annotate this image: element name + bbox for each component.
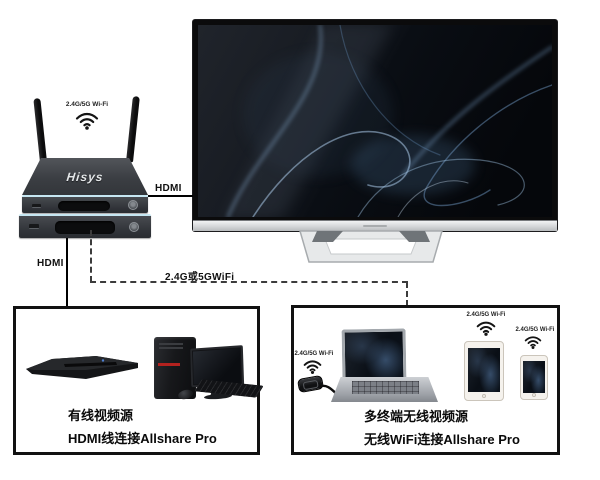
phone-screen [523, 361, 545, 393]
tower-accent-stripe [158, 363, 180, 366]
wireless-link-line-segment [90, 230, 92, 282]
tv-screen [198, 25, 552, 217]
laptop-base [331, 377, 438, 402]
tv [193, 20, 557, 231]
laptop-screen [341, 328, 407, 380]
wifi-icon [476, 321, 496, 336]
wireless-box-subtitle: 无线WiFi连接Allshare Pro [364, 432, 520, 447]
wireless-link-line-segment [90, 281, 408, 283]
wireless-source-box: 2.4G/5G Wi-Fi 2.4G/5G Wi-Fi [291, 305, 560, 455]
antenna-right-icon [126, 95, 140, 163]
wifi-icon [524, 336, 542, 349]
device-brand-logo: Hisys [65, 170, 105, 184]
power-button-icon [128, 200, 138, 210]
wifi-icon [303, 360, 322, 374]
antenna-left-icon [33, 97, 47, 163]
device-wifi-label: 2.4G/5G Wi-Fi [65, 101, 109, 108]
wireless-link-line-segment [406, 282, 408, 306]
tablet-screen [468, 348, 500, 392]
wired-box-subtitle: HDMI线连接Allshare Pro [68, 431, 217, 446]
wired-box-title: 有线视频源 [68, 408, 134, 423]
dongle-wifi-label: 2.4G/5G Wi-Fi [294, 351, 334, 357]
phone-wifi-label: 2.4G/5G Wi-Fi [515, 327, 555, 333]
usb-port-icon [32, 204, 41, 208]
dvd-player [26, 356, 138, 379]
hdmi-source-label: HDMI [37, 258, 64, 269]
device-top-surface: Hisys [22, 158, 148, 195]
wifi-icon [75, 112, 99, 130]
hdmi-to-tv-label: HDMI [155, 183, 182, 194]
tv-bottom-bezel [193, 220, 557, 231]
hdmi-line-to-tv [148, 195, 193, 197]
tv-stand [299, 230, 443, 263]
power-button-icon [129, 222, 139, 232]
desktop-tower [154, 337, 196, 399]
hdmi-line-to-wired-box [66, 238, 68, 306]
display-window [58, 201, 110, 211]
phone [520, 355, 548, 400]
device-unit-top [22, 195, 148, 213]
wireless-box-title: 多终端无线视频源 [364, 409, 469, 424]
home-button-icon [482, 394, 486, 398]
tv-abstract-art [198, 25, 552, 217]
keyboard [194, 379, 264, 398]
tablet [464, 341, 504, 401]
tv-brand-logo [363, 225, 387, 227]
usb-port-icon [29, 224, 39, 229]
display-window [55, 221, 115, 234]
monitor-screen [192, 348, 242, 385]
wired-source-box: 有线视频源 HDMI线连接Allshare Pro [13, 306, 264, 455]
wireless-link-label: 2.4G或5GWiFi [165, 272, 235, 283]
home-button-icon [532, 393, 536, 397]
device-unit-bottom [19, 214, 151, 238]
tablet-wifi-label: 2.4G/5G Wi-Fi [466, 312, 506, 318]
laptop-keyboard [352, 380, 419, 394]
